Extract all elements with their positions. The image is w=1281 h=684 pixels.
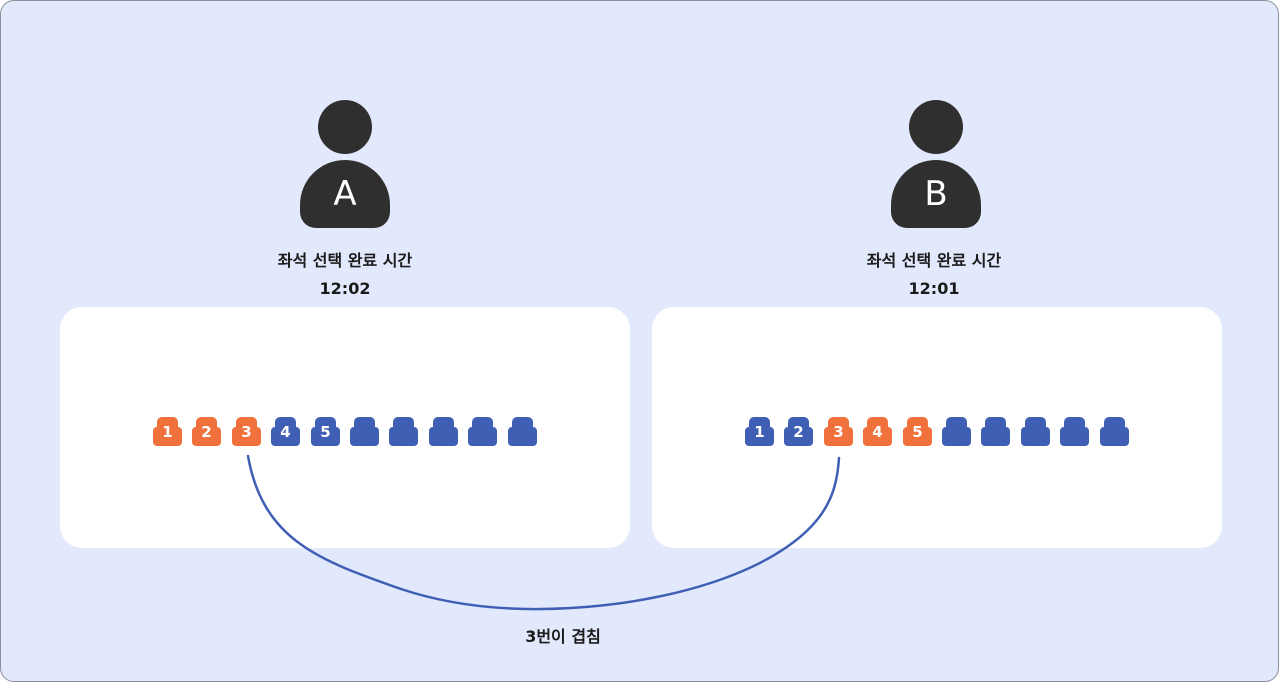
seat-number: 5 [320,423,331,441]
user-b-icon: B [891,100,981,230]
seat-base [350,427,379,446]
user-b-time: 12:01 [908,279,960,298]
seat-base [942,427,971,446]
seat-number: 4 [872,423,883,441]
user-b-seat-10[interactable] [1100,417,1129,446]
user-a-seat-6[interactable] [350,417,379,446]
seat-base [468,427,497,446]
overlap-label: 3번이 겹침 [525,627,601,646]
seat-base [824,427,853,446]
seat-base [153,427,182,446]
seat-base [1100,427,1129,446]
user-a-seat-4[interactable]: 4 [271,417,300,446]
user-a-label: A [300,160,390,228]
seat-base [192,427,221,446]
user-b-seat-2[interactable]: 2 [784,417,813,446]
user-b-seat-1[interactable]: 1 [745,417,774,446]
user-a-seat-panel: 1 2 3 4 5 [60,307,630,548]
seat-base [863,427,892,446]
seat-number: 5 [912,423,923,441]
user-a-seat-3[interactable]: 3 [232,417,261,446]
user-b-seat-3[interactable]: 3 [824,417,853,446]
seat-base [429,427,458,446]
seat-base [232,427,261,446]
user-a-seat-1[interactable]: 1 [153,417,182,446]
user-a-seat-7[interactable] [389,417,418,446]
seat-number: 1 [754,423,765,441]
seat-number: 3 [833,423,844,441]
user-a-caption-block: 좌석 선택 완료 시간 12:02 [235,247,455,303]
user-b-seat-5[interactable]: 5 [903,417,932,446]
user-b-seat-4[interactable]: 4 [863,417,892,446]
seat-base [271,427,300,446]
seat-base [784,427,813,446]
seat-base [508,427,537,446]
seat-base [981,427,1010,446]
user-a-caption: 좌석 선택 완료 시간 [277,251,413,270]
seat-base [1060,427,1089,446]
user-b-caption: 좌석 선택 완료 시간 [866,251,1002,270]
seat-base [1021,427,1050,446]
user-b-seat-7[interactable] [981,417,1010,446]
user-a-seat-8[interactable] [429,417,458,446]
user-a-seat-10[interactable] [508,417,537,446]
user-a-icon: A [300,100,390,230]
user-b-label: B [891,160,981,228]
seat-number: 1 [162,423,173,441]
seat-base [745,427,774,446]
user-a-time: 12:02 [319,279,371,298]
user-b-caption-block: 좌석 선택 완료 시간 12:01 [824,247,1044,303]
seat-number: 4 [280,423,291,441]
seat-number: 3 [241,423,252,441]
user-a-seat-9[interactable] [468,417,497,446]
seat-base [389,427,418,446]
user-b-seat-6[interactable] [942,417,971,446]
user-b-seat-panel: 1 2 3 4 5 [652,307,1222,548]
seat-base [903,427,932,446]
user-a-seat-5[interactable]: 5 [311,417,340,446]
user-a-seat-2[interactable]: 2 [192,417,221,446]
seat-number: 2 [201,423,212,441]
user-b-head [909,100,963,154]
user-b-seat-9[interactable] [1060,417,1089,446]
user-a-head [318,100,372,154]
seat-base [311,427,340,446]
user-b-seat-8[interactable] [1021,417,1050,446]
seat-number: 2 [793,423,804,441]
